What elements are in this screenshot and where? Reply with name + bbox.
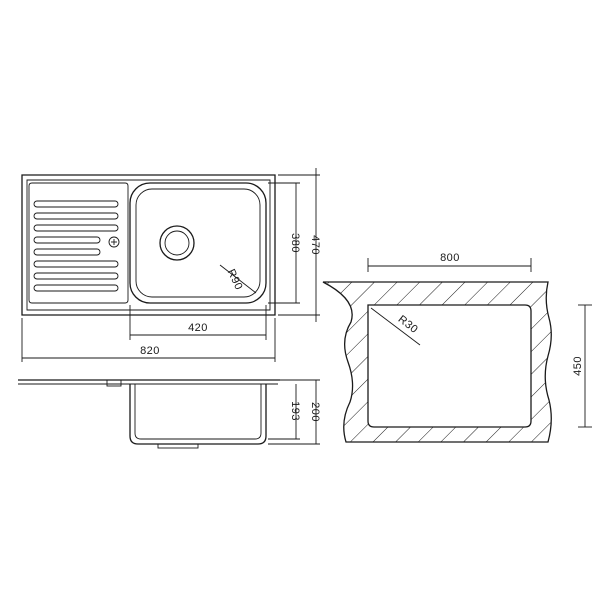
- dimension-label-800: 800: [440, 252, 460, 264]
- radius-label-r30: R30: [396, 313, 420, 336]
- sink-outer-rim: [21, 174, 276, 316]
- countertop-outline: [322, 281, 552, 443]
- radius-leader-r30: [370, 307, 421, 346]
- side-view: 193 200: [18, 379, 321, 449]
- dimension-label-193: 193: [289, 401, 301, 421]
- dimension-label-380: 380: [289, 233, 301, 253]
- side-bowl-profile: [129, 384, 267, 445]
- dimension-label-820: 820: [140, 345, 160, 357]
- dimension-label-470: 470: [309, 235, 321, 255]
- dimension-label-420: 420: [188, 322, 208, 334]
- dimension-380: 380: [268, 182, 301, 304]
- dimension-200: 200: [268, 379, 321, 445]
- dimension-label-450: 450: [572, 356, 584, 376]
- drain-icon: [159, 225, 195, 261]
- dimension-820: 820: [21, 318, 276, 362]
- bowl-inner-outline: [135, 188, 261, 298]
- radius-leader-r90: [219, 264, 257, 294]
- overflow-icon: [108, 236, 120, 248]
- drainboard: [28, 182, 129, 304]
- side-drain-outlet: [157, 443, 199, 449]
- dimension-470: 470: [278, 168, 321, 322]
- dimension-420: 420: [129, 305, 267, 340]
- dimension-450: 450: [572, 304, 592, 428]
- cutout-opening: [367, 304, 532, 428]
- top-view: R90 420 820 380 470: [21, 168, 321, 362]
- radius-label-r90: R90: [225, 267, 245, 292]
- sink-inner-rim: [26, 179, 271, 311]
- side-overflow: [106, 379, 122, 387]
- bowl-outline: [129, 182, 267, 304]
- drainboard-grooves: [33, 200, 119, 292]
- dimension-800: 800: [367, 252, 532, 272]
- cutout-view: R30 800 450: [322, 252, 592, 443]
- side-bowl-inner: [134, 384, 262, 440]
- dimension-193: 193: [268, 384, 301, 440]
- dimension-label-200: 200: [309, 402, 321, 422]
